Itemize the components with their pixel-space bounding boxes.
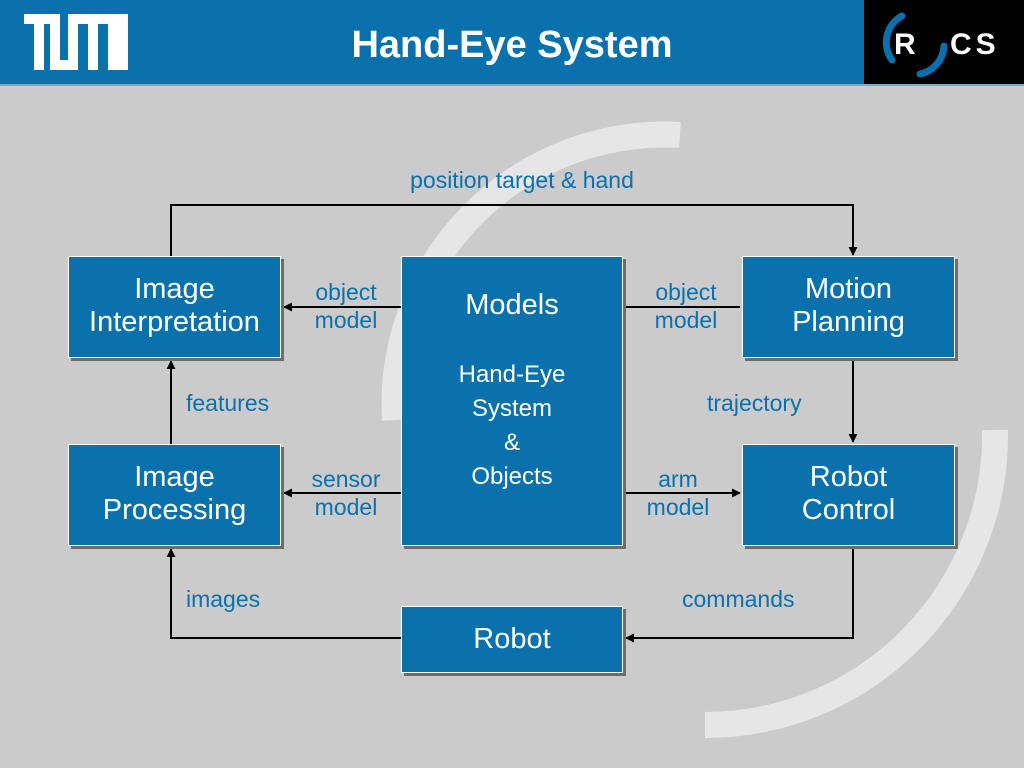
models-body-line-4: Objects: [471, 463, 553, 490]
arrow-commands: [625, 546, 854, 643]
image-processing-line-2: Processing: [102, 494, 247, 526]
header-bar: Hand-Eye System: [0, 0, 864, 84]
label-images: images: [186, 586, 261, 612]
image-interpretation-box: Image Interpretation: [68, 256, 281, 358]
label-sensor-model-line-2: model: [314, 494, 378, 520]
label-commands: commands: [682, 586, 795, 612]
label-features: features: [186, 390, 270, 416]
rcs-logo: R CS: [864, 0, 1024, 84]
label-sensor-model-line-1: sensor: [311, 466, 381, 492]
label-object-model-right-line-2: model: [654, 307, 718, 333]
models-body-line-1: Hand-Eye: [458, 361, 566, 388]
arrow-images: [166, 548, 401, 639]
svg-text:CS: CS: [950, 28, 1000, 61]
robot-control-box: Robot Control: [742, 444, 955, 546]
label-position-target-hand: position target & hand: [410, 167, 634, 193]
robot-control-line-1: Robot: [809, 461, 888, 493]
arrow-position-target: [170, 204, 858, 256]
image-processing-line-1: Image: [134, 461, 215, 493]
models-body-line-3: &: [503, 429, 520, 456]
label-arm-model-line-2: model: [646, 494, 710, 520]
label-sensor-model: sensor model: [296, 465, 396, 521]
motion-planning-line-2: Planning: [792, 306, 905, 338]
label-arm-model-line-1: arm: [658, 466, 698, 492]
tum-logo: [24, 14, 128, 70]
image-processing-box: Image Processing: [68, 444, 281, 546]
label-object-model-left-line-2: model: [314, 307, 378, 333]
header-divider: [0, 84, 1024, 86]
image-interpretation-line-2: Interpretation: [89, 306, 260, 338]
svg-text:R: R: [894, 28, 916, 61]
page-title: Hand-Eye System: [351, 24, 673, 66]
robot-control-line-2: Control: [801, 494, 896, 526]
robot-box: Robot: [401, 606, 623, 673]
label-arm-model: arm model: [628, 465, 728, 521]
motion-planning-box: Motion Planning: [742, 256, 955, 358]
models-body-line-2: System: [471, 395, 552, 422]
models-box: Models Hand-Eye System & Objects: [401, 256, 623, 546]
label-trajectory: trajectory: [707, 390, 802, 416]
label-object-model-right: object model: [636, 278, 736, 334]
models-title: Models: [465, 289, 559, 321]
label-object-model-left-line-1: object: [315, 279, 377, 305]
motion-planning-line-1: Motion: [804, 273, 893, 305]
robot-label: Robot: [473, 623, 551, 655]
label-object-model-right-line-1: object: [655, 279, 717, 305]
label-object-model-left: object model: [296, 278, 396, 334]
image-interpretation-line-1: Image: [134, 273, 215, 305]
